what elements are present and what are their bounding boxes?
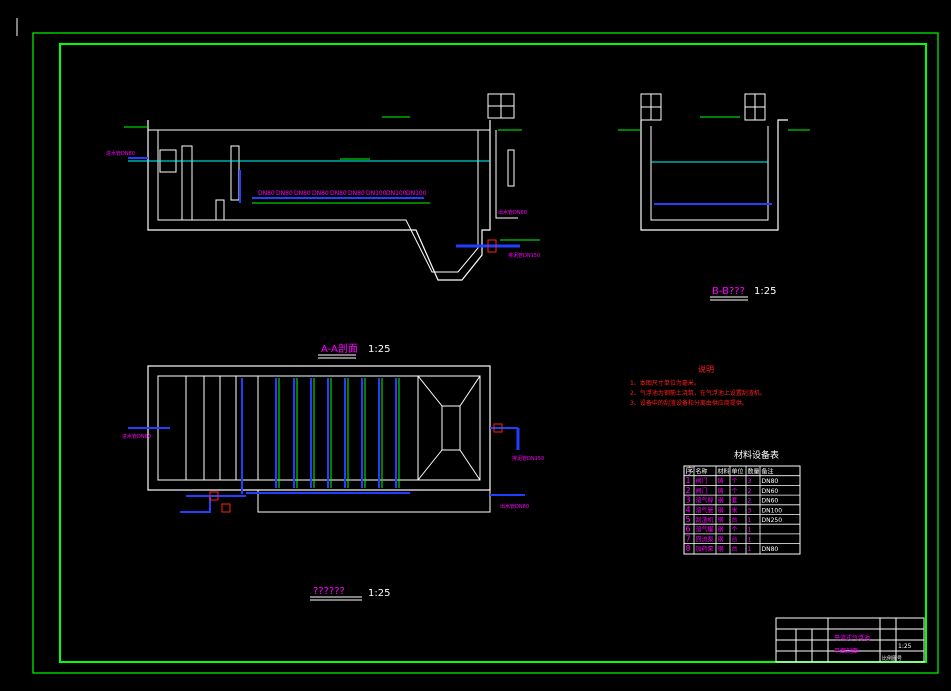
table-cell: 台 [732,535,738,543]
title-drawing: 平面剖面 [834,647,858,655]
table-cell: 7 [686,534,691,543]
table-cell: 钢 [718,516,724,524]
table-header-cell: 序 [686,466,694,476]
table-cell: 加药泵 [696,545,714,553]
dn-label: DN80 [330,190,347,197]
section-aa-scale: 1:25 [368,344,390,355]
plan-view-drawing [128,365,525,513]
table-cell: 溶气管 [696,506,714,514]
materials-heading: 材料设备表 [734,449,779,461]
table-cell: DN60 [762,488,779,495]
table-cell: 钢 [718,497,724,505]
table-cell: DN80 [762,478,779,485]
note-line: 3、设备中的刮渣设备和分离由供应商提供。 [630,399,748,407]
table-cell: DN60 [762,498,779,505]
notes-heading: 说明 [698,364,714,374]
note-line: 1、本图尺寸单位为毫米。 [630,379,700,387]
table-cell: 溶气罐 [696,526,714,534]
dn-label: DN100 [406,190,427,197]
table-cell: 5 [686,515,691,524]
table-cell: 刮渣机 [696,516,714,524]
table-cell: 铸 [718,477,724,485]
table-cell: 台 [732,516,738,524]
table-header-cell: 单位 [732,468,744,476]
section-aa-drawing [124,93,540,281]
drain-label: 排泥管DN150 [508,252,540,259]
title-scale: 1:25 [898,643,912,650]
plan-view-scale: 1:25 [368,588,390,599]
dn-label: DN100 [386,190,407,197]
table-header-cell: 名称 [696,468,708,476]
plan-drain-label: 排泥管DN150 [512,455,544,462]
table-cell: 阀门 [696,487,708,495]
table-cell: 套 [732,497,738,505]
dn-label: DN100 [366,190,387,197]
table-cell: 1 [748,536,752,543]
table-cell: 3 [748,507,752,514]
dn-label: DN80 [312,190,329,197]
note-line: 2、气浮池为钢筋土浇筑，在气浮池上设置刮渣机。 [630,389,766,397]
dn-label: DN80 [258,190,275,197]
plan-outlet-label: 出水管DN80 [500,503,529,510]
title-sheet: 比例图号 [882,655,902,662]
section-bb-drawing [618,93,810,231]
table-cell: 钢 [718,545,724,553]
table-cell: 个 [732,488,738,495]
table-cell: 溶气释 [696,497,714,505]
table-cell: 8 [686,544,691,553]
table-cell: 3 [686,496,691,505]
table-cell: 1 [748,546,752,553]
table-cell: 4 [686,505,691,514]
table-cell: 1 [748,527,752,534]
table-cell: 回流泵 [696,535,714,543]
table-cell: 阀门 [696,477,708,485]
table-cell: 个 [732,478,738,485]
table-cell: 个 [732,527,738,534]
table-cell: 钢 [718,506,724,514]
dn-label: DN80 [276,190,293,197]
table-cell: DN100 [762,507,783,514]
dn-label: DN80 [348,190,365,197]
outlet-label: 出水管DN80 [498,209,527,216]
inlet-label: 进水管DN80 [106,150,135,157]
title-block: 平流式气浮池 平面剖面 1:25 比例图号 [775,617,925,663]
table-cell: 6 [686,525,691,534]
table-cell: 2 [748,498,752,505]
title-project: 平流式气浮池 [834,634,870,642]
plan-inlet-label: 进水管DN80 [122,433,151,440]
table-cell: 1 [686,476,691,485]
table-header-cell: 数量 [748,468,760,476]
table-cell: DN250 [762,517,783,524]
section-bb-scale: 1:25 [754,286,776,297]
notes: 说明 1、本图尺寸单位为毫米。 2、气浮池为钢筋土浇筑，在气浮池上设置刮渣机。 … [630,364,766,407]
dn-label: DN80 [294,190,311,197]
table-cell: 3 [748,478,752,485]
table-cell: 2 [748,488,752,495]
plan-view-title: ?????? [313,586,345,597]
table-cell: DN80 [762,546,779,553]
drawing-frame [16,18,939,674]
section-aa-title: A-A剖面 [321,342,358,355]
table-cell: 钢 [718,535,724,543]
table-cell: 米 [732,506,738,514]
table-cell: 铸 [718,487,724,495]
dn-labels: DN80 DN80 DN80 DN80 DN80 DN80 DN100 DN10… [106,150,540,259]
table-cell: 2 [686,486,691,495]
table-header-cell: 材料 [718,468,730,476]
table-header-cell: 备注 [762,468,774,476]
table-cell: 钢 [718,526,724,534]
section-bb-title: B-B??? [712,286,745,297]
table-cell: 台 [732,545,738,553]
table-cell: 1 [748,517,752,524]
